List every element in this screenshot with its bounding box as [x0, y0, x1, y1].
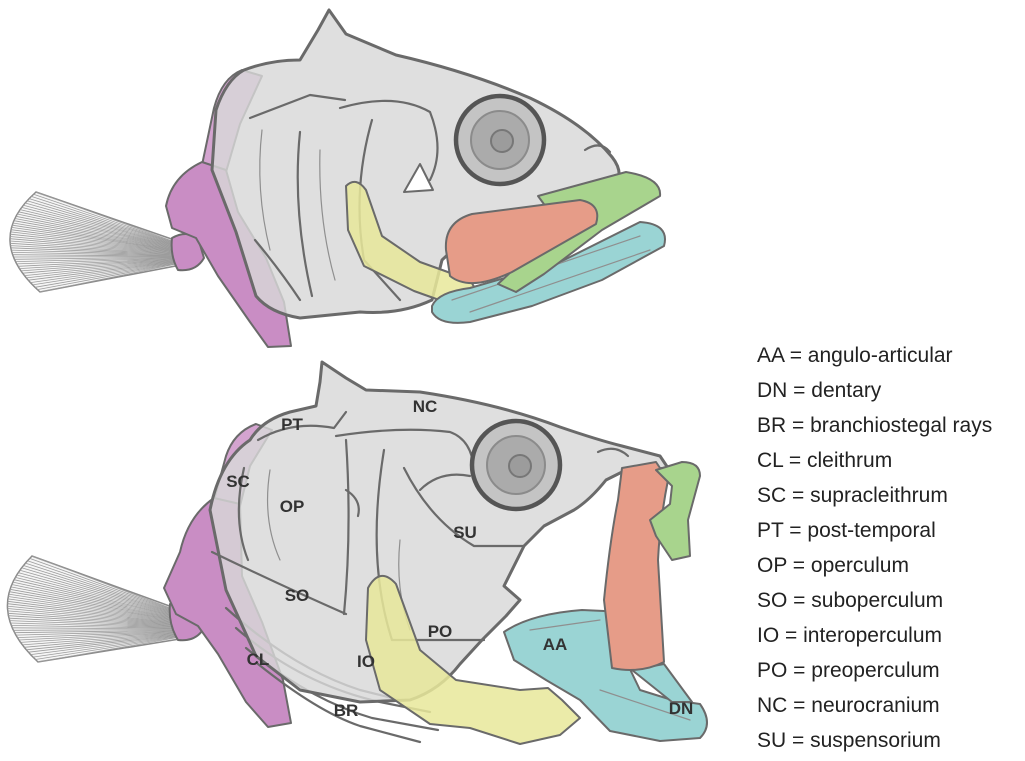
pectoral-fin-top — [10, 192, 186, 292]
legend-item-aa: AA = angulo-articular — [757, 338, 992, 373]
maxilla-bottom — [604, 462, 668, 670]
legend-item-pt: PT = post-temporal — [757, 513, 992, 548]
legend-item-cl: CL = cleithrum — [757, 443, 992, 478]
label-op: OP — [280, 497, 305, 516]
legend-item-su: SU = suspensorium — [757, 723, 992, 758]
label-po: PO — [428, 622, 453, 641]
legend-item-io: IO = interoperculum — [757, 618, 992, 653]
label-so: SO — [285, 586, 310, 605]
legend-item-br: BR = branchiostegal rays — [757, 408, 992, 443]
label-aa: AA — [543, 635, 568, 654]
legend-item-nc: NC = neurocranium — [757, 688, 992, 723]
eye-pupil — [491, 130, 513, 152]
eye-top — [456, 96, 544, 184]
label-nc: NC — [413, 397, 438, 416]
legend-item-so: SO = suboperculum — [757, 583, 992, 618]
label-cl: CL — [247, 650, 270, 669]
label-dn: DN — [669, 699, 694, 718]
eye-pupil — [509, 455, 531, 477]
legend-item-op: OP = operculum — [757, 548, 992, 583]
legend-item-dn: DN = dentary — [757, 373, 992, 408]
legend: AA = angulo-articular DN = dentary BR = … — [757, 338, 992, 758]
legend-item-po: PO = preoperculum — [757, 653, 992, 688]
legend-item-sc: SC = supracleithrum — [757, 478, 992, 513]
label-io: IO — [357, 652, 375, 671]
eye-bottom — [472, 421, 560, 509]
label-su: SU — [453, 523, 477, 542]
label-sc: SC — [226, 472, 250, 491]
pectoral-fin-bottom — [7, 556, 186, 662]
label-br: BR — [334, 701, 359, 720]
fish-mouth-open: PT NC SC OP SU SO PO AA IO CL BR DN — [7, 362, 707, 744]
fish-mouth-closed — [10, 10, 665, 347]
label-pt: PT — [281, 415, 303, 434]
